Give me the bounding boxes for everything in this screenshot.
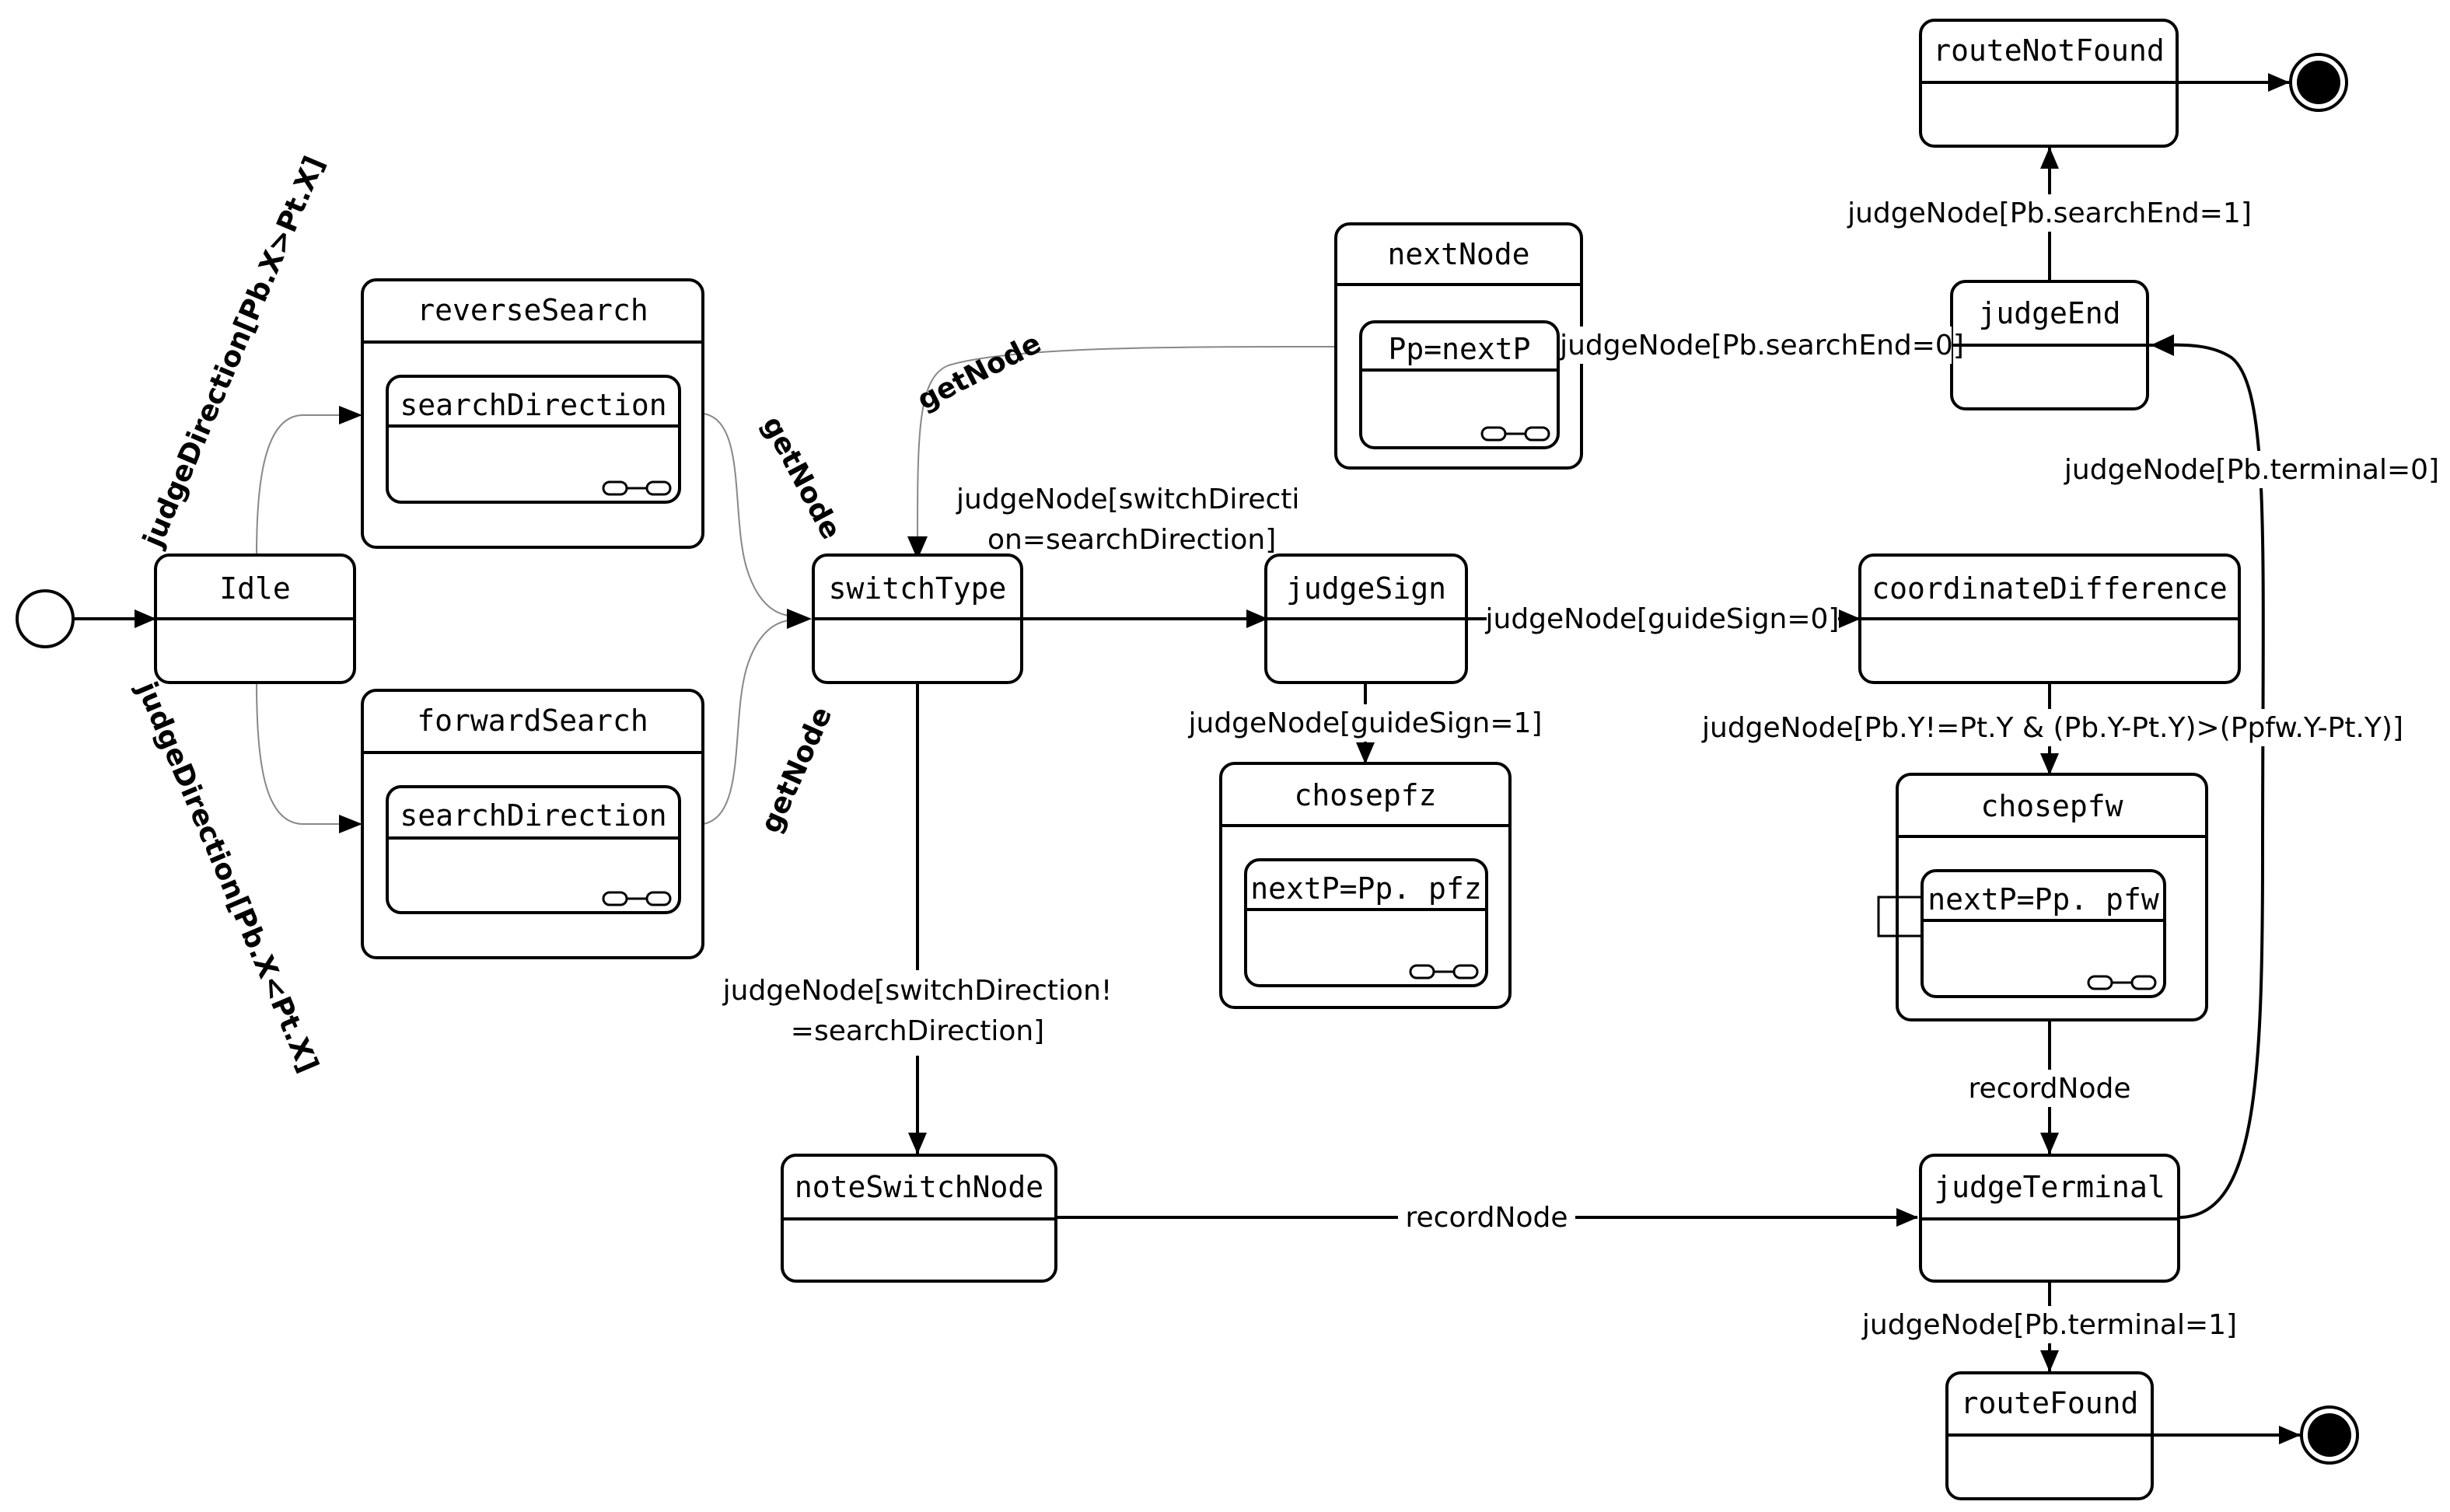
state-route-found: routeFound — [1945, 1371, 2154, 1500]
label-idle-to-reverse: judgeDirection[Pb.X>Pt.X] — [137, 152, 331, 553]
state-next-node: nextNode Pp=nextP — [1334, 222, 1583, 470]
state-next-node-label: nextNode — [1387, 237, 1529, 271]
label-end-nextnode: judgeNode[Pb.searchEnd=0] — [1559, 330, 1964, 361]
final-state-node-top — [2289, 53, 2348, 112]
edge-terminal-end — [2147, 343, 2265, 1219]
state-coordinate-difference: coordinateDifference — [1858, 553, 2241, 684]
composite-icon — [2087, 975, 2157, 990]
composite-icon — [1480, 426, 1550, 442]
state-chosepfz-label: chosepfz — [1294, 778, 1436, 812]
state-chosepfw-inner-label: nextP=Pp. pfw — [1927, 882, 2159, 917]
state-reverse-search: reverseSearch searchDirection — [361, 278, 704, 549]
label-reverse-getnode: getNode — [756, 411, 847, 545]
state-idle: Idle — [154, 553, 356, 684]
edge-idle-forward — [256, 682, 342, 825]
label-judgesign-coord: judgeNode[guideSign=0] — [1485, 603, 1840, 635]
state-note-switch-node: noteSwitchNode — [781, 1154, 1057, 1283]
label-note-terminal: recordNode — [1406, 1202, 1568, 1234]
label-idle-to-forward: judgeDirection[Pb.X<Pt.X] — [130, 676, 324, 1077]
state-chosepfz-inner-label: nextP=Pp. pfz — [1250, 871, 1481, 906]
state-switch-type-label: switchType — [829, 571, 1007, 606]
state-forward-search-label: forwardSearch — [417, 704, 648, 738]
label-switch-judgesign-line1: judgeNode[switchDirecti — [956, 484, 1299, 515]
composite-icon — [1409, 964, 1479, 979]
state-reverse-search-label: reverseSearch — [417, 293, 648, 327]
label-coord-chosepfw: judgeNode[Pb.Y!=Pt.Y & (Pb.Y-Pt.Y)>(Ppfw… — [1701, 712, 2403, 744]
label-judgesign-chosepfz: judgeNode[guideSign=1] — [1188, 707, 1543, 739]
edge-idle-reverse — [256, 414, 342, 556]
edge-forward-switch — [702, 620, 790, 825]
state-forward-inner-label: searchDirection — [400, 798, 666, 833]
state-coordinate-difference-label: coordinateDifference — [1872, 571, 2228, 606]
state-idle-label: Idle — [219, 571, 291, 606]
state-next-node-inner-label: Pp=nextP — [1388, 332, 1530, 366]
label-terminal-end: judgeNode[Pb.terminal=0] — [2064, 454, 2439, 486]
state-judge-sign-label: judgeSign — [1286, 571, 1446, 606]
label-switch-note-line1: judgeNode[switchDirection! — [722, 975, 1113, 1007]
state-chosepfw: chosepfw nextP=Pp. pfw — [1877, 773, 2208, 1021]
label-terminal-found: judgeNode[Pb.terminal=1] — [1861, 1309, 2237, 1341]
composite-icon — [602, 891, 672, 906]
label-chosepfw-terminal: recordNode — [1969, 1073, 2131, 1105]
state-chosepfw-label: chosepfw — [1980, 789, 2123, 823]
label-switch-judgesign-line2: on=searchDirection] — [987, 524, 1276, 556]
state-route-not-found-label: routeNotFound — [1933, 33, 2164, 68]
edge-nextnode-switch — [917, 346, 1337, 545]
entry-point-bracket — [1877, 896, 1922, 938]
state-chosepfz: chosepfz nextP=Pp. pfz — [1219, 762, 1512, 1009]
state-judge-end-label: judgeEnd — [1978, 296, 2120, 330]
final-state-node-bottom — [2300, 1405, 2359, 1465]
composite-icon — [602, 480, 672, 496]
label-nextnode-getnode: getNode — [912, 327, 1046, 417]
state-judge-terminal: judgeTerminal — [1919, 1154, 2180, 1283]
label-end-notfound: judgeNode[Pb.searchEnd=1] — [1847, 197, 2252, 229]
label-forward-getnode: getNode — [755, 702, 839, 837]
state-note-switch-node-label: noteSwitchNode — [795, 1170, 1043, 1204]
state-judge-sign: judgeSign — [1264, 553, 1468, 684]
label-switch-note-line2: =searchDirection] — [791, 1015, 1044, 1047]
edge-reverse-switch — [702, 413, 790, 616]
state-route-not-found: routeNotFound — [1919, 19, 2179, 148]
state-reverse-inner-label: searchDirection — [400, 388, 666, 422]
state-forward-search: forwardSearch searchDirection — [361, 689, 704, 959]
initial-state-node — [16, 589, 75, 648]
state-route-found-label: routeFound — [1961, 1386, 2139, 1420]
state-judge-end: judgeEnd — [1950, 280, 2149, 410]
state-judge-terminal-label: judgeTerminal — [1934, 1170, 2165, 1204]
state-switch-type: switchType — [812, 553, 1023, 684]
